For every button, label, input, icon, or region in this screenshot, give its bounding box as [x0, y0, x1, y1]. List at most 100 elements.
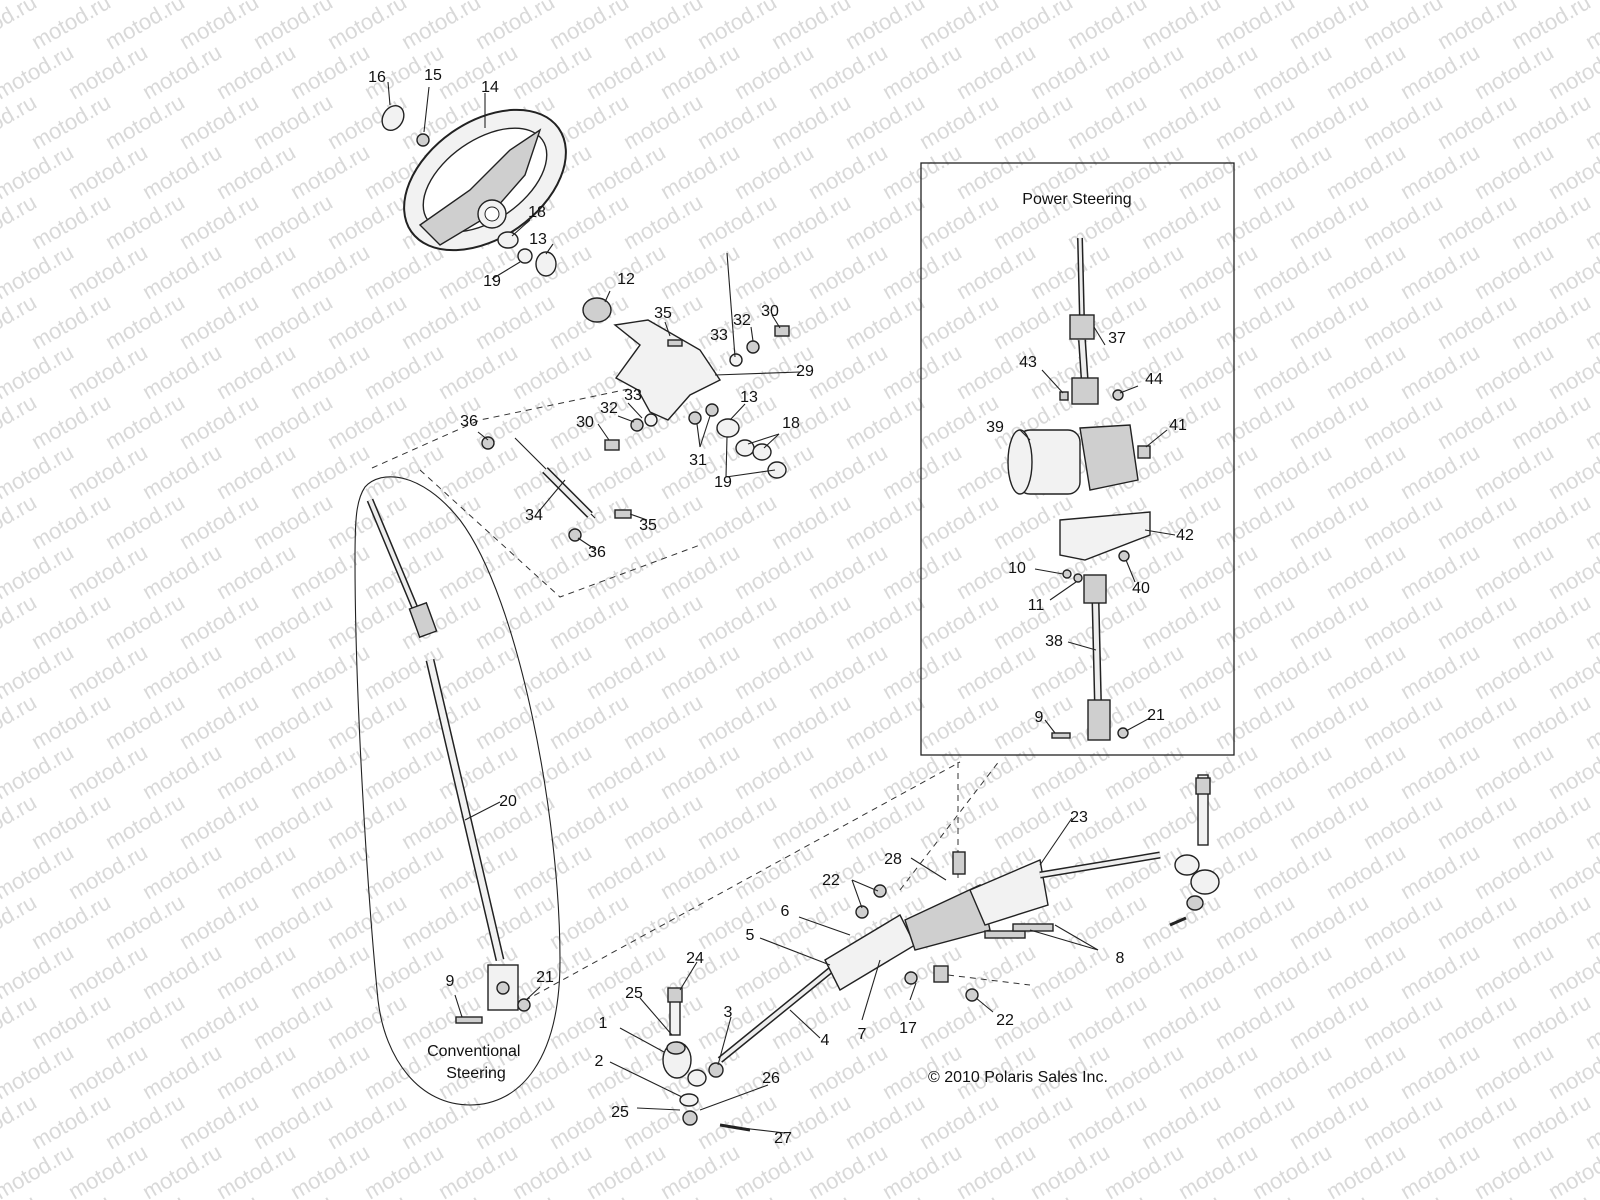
nut-31b: [705, 403, 719, 417]
nut-22c: [965, 988, 979, 1002]
watermark-text: motod.ru: [1507, 289, 1595, 354]
nut-21-conventional: [517, 998, 531, 1012]
callout-22: 22: [996, 1012, 1014, 1029]
watermark-text: motod.ru: [64, 1139, 152, 1200]
watermark-text: motod.ru: [286, 939, 374, 1004]
watermark-text: motod.ru: [101, 0, 189, 54]
watermark-text: motod.ru: [1100, 1039, 1188, 1104]
watermark-text: motod.ru: [841, 389, 929, 454]
watermark-text: motod.ru: [175, 889, 263, 954]
watermark-text: motod.ru: [64, 139, 152, 204]
nut-21-power: [1117, 727, 1129, 739]
watermark-text: motod.ru: [138, 539, 226, 604]
watermark-text: motod.ru: [397, 289, 485, 354]
watermark-text: motod.ru: [545, 289, 633, 354]
watermark-text: motod.ru: [249, 0, 337, 54]
watermark-text: motod.ru: [101, 789, 189, 854]
watermark-text: motod.ru: [841, 689, 929, 754]
watermark-text: motod.ru: [1174, 1139, 1262, 1200]
watermark-text: motod.ru: [1322, 939, 1410, 1004]
watermark-text: motod.ru: [878, 239, 966, 304]
watermark-text: motod.ru: [1396, 139, 1484, 204]
watermark-text: motod.ru: [1026, 339, 1114, 404]
watermark-text: motod.ru: [841, 789, 929, 854]
bearing-12: [582, 297, 612, 323]
watermark-text: motod.ru: [508, 539, 596, 604]
watermark-text: motod.ru: [989, 789, 1077, 854]
watermark-text: motod.ru: [1322, 539, 1410, 604]
callout-25: 25: [625, 985, 643, 1002]
watermark-text: motod.ru: [1359, 289, 1447, 354]
nut-32-lower: [630, 418, 644, 432]
watermark-text: motod.ru: [64, 539, 152, 604]
watermark-text: motod.ru: [1174, 1039, 1262, 1104]
watermark-text: motod.ru: [101, 389, 189, 454]
callout-23: 23: [1070, 809, 1088, 826]
bolt-8b: [1012, 923, 1054, 932]
steering-shaft-20: [366, 498, 519, 1011]
watermark-text: motod.ru: [175, 589, 263, 654]
watermark-text: motod.ru: [767, 789, 855, 854]
watermark-text: motod.ru: [249, 389, 337, 454]
watermark-text: motod.ru: [101, 589, 189, 654]
watermark-text: motod.ru: [1396, 1139, 1484, 1200]
watermark-text: motod.ru: [1248, 239, 1336, 304]
callout-4: 4: [821, 1032, 830, 1049]
watermark-text: motod.ru: [1248, 1039, 1336, 1104]
callout-33: 33: [710, 327, 728, 344]
watermark-text: motod.ru: [101, 889, 189, 954]
callout-13: 13: [740, 389, 758, 406]
watermark-text: motod.ru: [878, 39, 966, 104]
tie-rod-end-right: [1169, 774, 1220, 927]
callout-31: 31: [689, 452, 707, 469]
watermark-text: motod.ru: [804, 1039, 892, 1104]
watermark-text: motod.ru: [1359, 889, 1447, 954]
watermark-text: motod.ru: [0, 1189, 41, 1200]
watermark-text: motod.ru: [656, 839, 744, 904]
watermark-text: motod.ru: [1433, 0, 1521, 54]
watermark-text: motod.ru: [619, 689, 707, 754]
watermark-text: motod.ru: [286, 1039, 374, 1104]
watermark-text: motod.ru: [804, 339, 892, 404]
watermark-text: motod.ru: [286, 539, 374, 604]
watermark-text: motod.ru: [27, 89, 115, 154]
watermark-text: motod.ru: [1507, 89, 1595, 154]
watermark-text: motod.ru: [582, 1039, 670, 1104]
watermark-text: motod.ru: [1470, 239, 1558, 304]
watermark-text: motod.ru: [1100, 239, 1188, 304]
watermark-text: motod.ru: [1507, 389, 1595, 454]
watermark-text: motod.ru: [175, 289, 263, 354]
watermark-text: motod.ru: [1433, 289, 1521, 354]
watermark-text: motod.ru: [915, 589, 1003, 654]
watermark-text: motod.ru: [212, 539, 300, 604]
power-steering-label: Power Steering: [1022, 191, 1131, 208]
callout-9: 9: [446, 973, 455, 990]
watermark-text: motod.ru: [1100, 39, 1188, 104]
bolt-43: [1059, 391, 1069, 401]
watermark-text: motod.ru: [138, 639, 226, 704]
watermark-text: motod.ru: [323, 1089, 411, 1154]
watermark-text: motod.ru: [508, 39, 596, 104]
watermark-text: motod.ru: [360, 739, 448, 804]
watermark-text: motod.ru: [175, 389, 263, 454]
callout-11: 11: [1028, 597, 1045, 614]
watermark-text: motod.ru: [1322, 639, 1410, 704]
watermark-text: motod.ru: [619, 89, 707, 154]
watermark-text: motod.ru: [471, 289, 559, 354]
watermark-text: motod.ru: [952, 939, 1040, 1004]
watermark-text: motod.ru: [138, 1039, 226, 1104]
watermark-text: motod.ru: [175, 689, 263, 754]
watermark-text: motod.ru: [804, 1139, 892, 1200]
watermark-text: motod.ru: [1470, 39, 1558, 104]
watermark-text: motod.ru: [175, 489, 263, 554]
watermark-text: motod.ru: [249, 989, 337, 1054]
watermark-text: motod.ru: [360, 239, 448, 304]
watermark-text: motod.ru: [249, 689, 337, 754]
watermark-text: motod.ru: [434, 39, 522, 104]
watermark-text: motod.ru: [1063, 989, 1151, 1054]
callout-34: 34: [525, 507, 543, 524]
washer-18b: [752, 443, 772, 461]
watermark-text: motod.ru: [212, 39, 300, 104]
callout-36: 36: [588, 544, 606, 561]
watermark-text: motod.ru: [730, 839, 818, 904]
